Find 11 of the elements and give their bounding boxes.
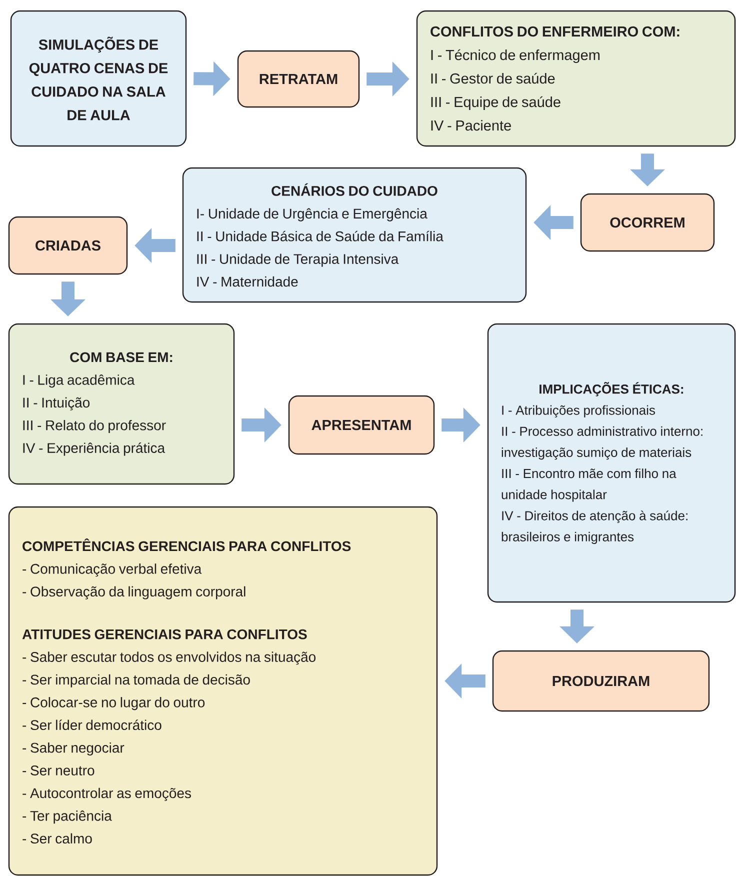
text-box: COMPETÊNCIAS GERENCIAIS PARA CONFLITOS - Comunicação verbal efetiva - Observação da linguagem corporal ATITUDES GERENCIAIS PARA CONFLITOS - Saber escutar todos os envolvidos na situação - Ser imparcial na tomada de decisão - Colocar-se no lugar do outro - Ser líder democrático - Saber negociar - Ser neutro - Autocontrolar as emoções - Ter paciência - Ser calmo (8, 506, 438, 876)
verb-box: RETRATAM (237, 50, 360, 108)
text-box: CONFLITOS DO ENFERMEIRO COM: I - Técnico de enfermagem II - Gestor de saúde III - Equipe de saúde IV - Paciente (416, 10, 736, 147)
verb-box: APRESENTAM (288, 395, 435, 455)
text-box: COM BASE EM: I - Liga acadêmica II - Intuição III - Relato do professor IV - Experiência prática (8, 323, 235, 485)
text-box: SIMULAÇÕES DE QUATRO CENAS DE CUIDADO NA SALA DE AULA (10, 10, 187, 147)
verb-box: CRIADAS (8, 216, 128, 275)
text-box: CENÁRIOS DO CUIDADO I- Unidade de Urgência e Emergência II - Unidade Básica de Saúde da Família III - Unidade de Terapia Intensiva IV - Maternidade (182, 167, 527, 303)
verb-box: OCORREM (580, 193, 715, 252)
verb-box: PRODUZIRAM (492, 650, 710, 712)
text-box: IMPLICAÇÕES ÉTICAS: I - Atribuições profissionais II - Processo administrativo interno: investigação sumiço de materiais III - Encontro mãe com filho na unidade hospitalar IV - Direitos de atenção à saúde: brasileiros e imigrantes (487, 323, 736, 603)
